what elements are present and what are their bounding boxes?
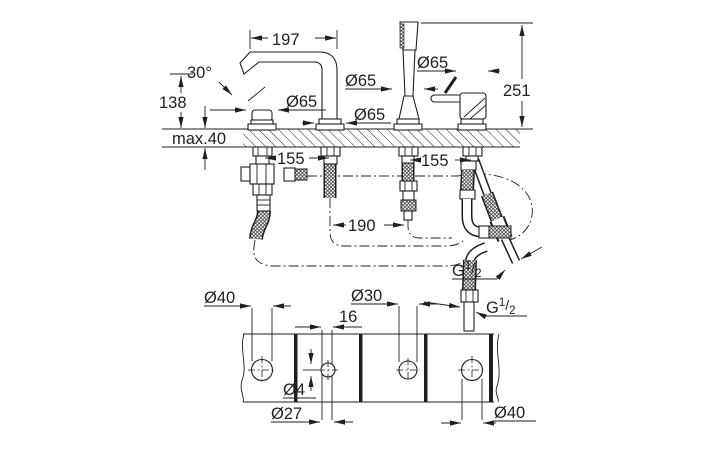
knurled-coupling: [488, 225, 512, 239]
braided-hose: [461, 169, 474, 191]
dim-pin-offset: 16: [295, 308, 362, 330]
dim-label: 155: [421, 152, 449, 170]
thread-label: G1/2: [486, 297, 516, 317]
spout: [239, 51, 345, 131]
dim-spout-height: 138: [159, 73, 193, 128]
hole-middle: [396, 358, 420, 382]
thread-label: G1/2: [452, 260, 482, 280]
braided-hose: [250, 210, 270, 240]
dim-label: Ø27: [271, 405, 302, 423]
dim-label: 190: [348, 217, 376, 235]
handshower-shank-assembly: [398, 146, 419, 221]
escutcheon-2: [315, 123, 345, 131]
escutcheon-4: [457, 123, 487, 131]
diverter-valve-assembly: [240, 146, 308, 240]
dim-label: Ø40: [204, 289, 235, 307]
dim-spout-width: 197: [249, 30, 338, 49]
dim-shower-height: 251: [421, 22, 533, 127]
dim-escutcheon-1: Ø65: [210, 93, 326, 113]
escutcheon-3: [393, 123, 423, 131]
volume-handle: [247, 109, 277, 131]
dim-hole-middle: Ø30: [351, 287, 437, 362]
dim-label: Ø40: [494, 404, 525, 422]
knurled-connector: [400, 199, 417, 212]
dim-deck-thickness: max.40: [172, 106, 226, 170]
dim-label: Ø65: [286, 93, 317, 111]
dim-label: 155: [277, 150, 305, 168]
dim-hole-right: Ø40: [441, 379, 536, 426]
dim-escutcheon-2: Ø65: [302, 106, 391, 126]
lever-mixer: [430, 76, 487, 131]
dim-label: max.40: [172, 130, 226, 148]
dim-label: 251: [503, 82, 531, 100]
dim-label: Ø65: [417, 54, 448, 72]
dim-thread-1: G1/2: [452, 246, 543, 280]
pin-hole: [303, 330, 338, 420]
escutcheon-1: [247, 123, 277, 131]
side-view: 197 30° 138 max.40 251: [159, 21, 543, 332]
hole-left: [248, 356, 276, 384]
deck-hatch: [243, 129, 520, 147]
dim-label: Ø4: [283, 381, 305, 399]
spout-shank-assembly: [320, 146, 341, 198]
dim-hole-left: Ø40: [204, 289, 291, 361]
break-line-left: [240, 333, 245, 403]
dim-spout-angle: 30°: [187, 64, 266, 102]
dim-counterbore: Ø27: [271, 405, 353, 425]
dim-label: Ø65: [345, 72, 376, 90]
mixer-hose-assembly: [459, 146, 521, 332]
spray-face: [399, 23, 405, 49]
dim-label: 30°: [187, 64, 212, 82]
lever-tip: [443, 76, 458, 94]
dim-label: Ø65: [354, 106, 385, 124]
dim-spacing-right: 155: [410, 152, 471, 170]
dim-label: 197: [272, 31, 300, 49]
hole-right: [458, 356, 486, 384]
braided-hose: [463, 259, 476, 291]
knurled-outlet: [294, 168, 308, 181]
dim-thread-2: G1/2: [423, 297, 527, 320]
dim-escutcheon-4: Ø65: [417, 54, 500, 74]
break-line-right: [495, 333, 500, 403]
dim-spacing-left: 155: [265, 150, 329, 168]
dim-label: 16: [339, 308, 357, 326]
dim-label: 138: [159, 94, 187, 112]
handshower: [393, 21, 423, 131]
braided-hose: [482, 192, 502, 222]
dim-spacing-middle: 190: [333, 217, 404, 235]
plan-view: Ø40 16 Ø4 Ø27 Ø30: [204, 287, 536, 426]
deck-strip: [240, 333, 500, 403]
dim-escutcheon-3: Ø65: [345, 72, 438, 92]
dim-label: Ø30: [351, 287, 382, 305]
dim-pin-hole: Ø4: [283, 349, 316, 399]
